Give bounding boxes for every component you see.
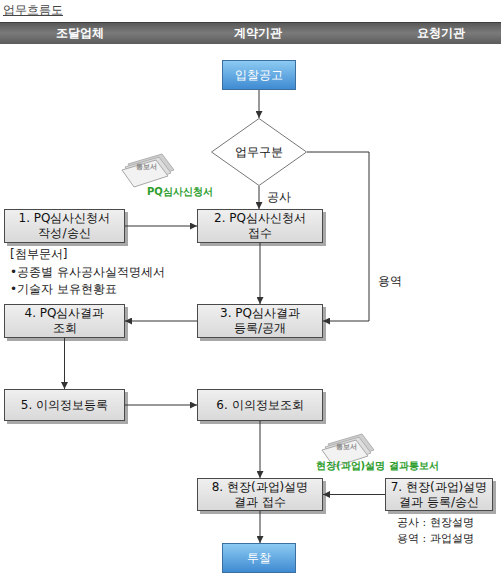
flow-arrow <box>260 421 261 478</box>
column-header: 계약기관 <box>170 22 346 44</box>
column-title: 조달업체 <box>56 26 104 41</box>
end-terminal: 투찰 <box>222 543 296 573</box>
note-item: •기술자 보유현황표 <box>10 281 117 298</box>
node-text: 1. PQ심사신청서 작성/송신 <box>15 211 115 241</box>
process-box: 7. 현장(과업)설명 결과 등록/송신 <box>385 478 493 511</box>
page-title: 업무흐름도 <box>3 2 63 19</box>
flow-arrow <box>260 243 261 304</box>
flow-arrow <box>64 338 65 389</box>
process-box: 2. PQ심사신청서 접수 <box>197 209 323 243</box>
node-text: 입찰공고 <box>235 68 283 83</box>
edge-label: 용역 <box>378 273 402 290</box>
node-text: 3. PQ심사결과 등록/공개 <box>216 306 304 336</box>
document-icon <box>122 154 174 187</box>
process-box: 8. 현장(과업)설명 결과 접수 <box>197 478 323 511</box>
paper-sheet <box>122 160 168 187</box>
column-header: 요청기관 <box>380 22 501 44</box>
node-text: 5. 이의정보등록 <box>21 398 108 413</box>
node-text: 4. PQ심사결과 조회 <box>21 306 109 336</box>
process-box: 6. 이의정보조회 <box>197 389 323 421</box>
document-text: 통보서 <box>336 442 357 452</box>
header-band-edge <box>0 22 501 23</box>
flow-arrow <box>323 494 385 495</box>
header-band <box>0 22 501 44</box>
process-box: 1. PQ심사신청서 작성/송신 <box>4 209 125 243</box>
node-text: 업무구분 <box>235 145 283 160</box>
document-caption: 현장(과업)설명 결과통보서 <box>316 459 439 473</box>
start-terminal: 입찰공고 <box>222 60 296 90</box>
flow-arrow <box>259 90 260 118</box>
process-box: 3. PQ심사결과 등록/공개 <box>197 304 323 338</box>
flow-arrow <box>125 321 197 322</box>
process-box: 5. 이의정보등록 <box>4 389 125 421</box>
note-item: 용역 : 과업설명 <box>397 531 474 546</box>
column-header: 조달업체 <box>0 22 160 44</box>
node-text: 8. 현장(과업)설명 결과 접수 <box>210 480 310 510</box>
node-text: 6. 이의정보조회 <box>216 398 303 413</box>
column-title: 계약기관 <box>234 26 282 41</box>
column-title: 요청기관 <box>417 26 465 41</box>
flow-arrow <box>259 186 260 209</box>
flow-arrow <box>260 511 261 543</box>
flow-arrow <box>125 226 197 227</box>
node-text: 7. 현장(과업)설명 결과 등록/송신 <box>389 480 489 510</box>
edge-label: 공사 <box>267 189 291 206</box>
note-heading: [첨부문서] <box>10 246 67 263</box>
note-item: 공사 : 현장설명 <box>397 515 474 530</box>
node-text: 투찰 <box>247 551 271 566</box>
flow-arrow <box>125 405 197 406</box>
flow-arrow <box>307 152 369 321</box>
diamond-shape <box>212 119 307 186</box>
document-caption: PQ심사신청서 <box>147 185 213 199</box>
process-box: 4. PQ심사결과 조회 <box>4 304 125 338</box>
document-text: 통보서 <box>136 162 157 172</box>
decision-diamond: 업무구분 <box>211 118 307 186</box>
note-item: •공종별 유사공사실적명세서 <box>10 264 165 281</box>
node-text: 2. PQ심사신청서 접수 <box>210 211 310 241</box>
